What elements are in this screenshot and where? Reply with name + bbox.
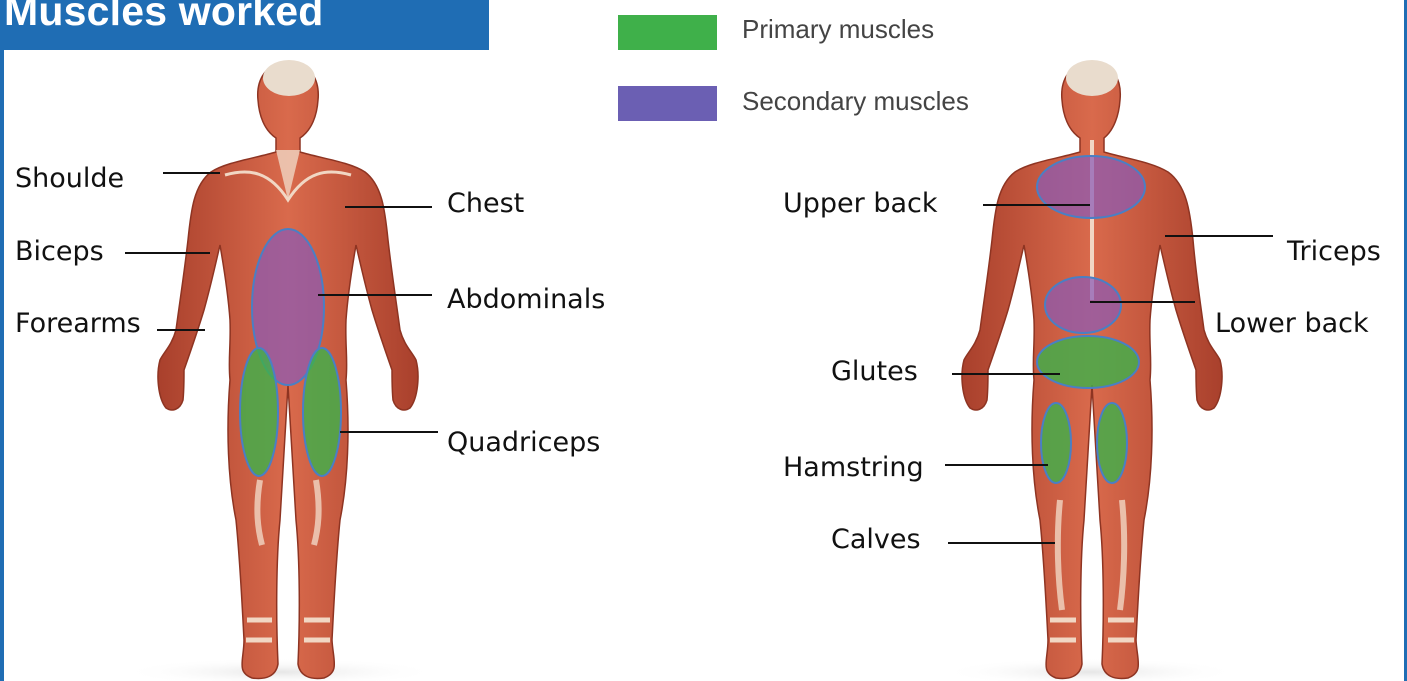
- glutes-overlay: [1037, 336, 1139, 388]
- upper-back-overlay: [1037, 156, 1145, 218]
- right-quadriceps-overlay: [303, 348, 341, 476]
- label-hamstring: Hamstring: [783, 454, 924, 481]
- label-chest: Chest: [447, 190, 524, 217]
- label-upper-back: Upper back: [783, 190, 938, 217]
- left-quadriceps-overlay: [240, 348, 278, 476]
- lower-back-overlay: [1045, 277, 1121, 333]
- back-floor-shadow: [940, 658, 1240, 681]
- label-forearms: Forearms: [15, 310, 141, 337]
- label-biceps: Biceps: [15, 238, 104, 265]
- label-triceps: Triceps: [1287, 238, 1381, 265]
- label-lower-back: Lower back: [1215, 310, 1369, 337]
- label-glutes: Glutes: [831, 358, 918, 385]
- label-calves: Calves: [831, 526, 921, 553]
- label-quadriceps: Quadriceps: [447, 429, 600, 456]
- label-abdominals: Abdominals: [447, 286, 605, 313]
- label-shoulder: Shoulde: [15, 165, 124, 192]
- right-hamstring-overlay: [1097, 403, 1127, 483]
- left-hamstring-overlay: [1041, 403, 1071, 483]
- front-floor-shadow: [120, 658, 440, 681]
